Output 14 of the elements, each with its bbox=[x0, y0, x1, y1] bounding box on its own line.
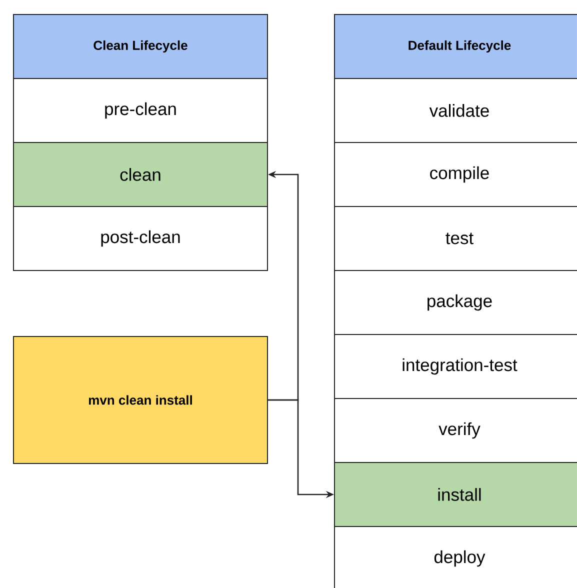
command-box: mvn clean install bbox=[13, 336, 268, 464]
phase-cell: deploy bbox=[334, 526, 577, 588]
highlighted-phase-cell: install bbox=[334, 462, 577, 527]
header-cell: Default Lifecycle bbox=[334, 14, 577, 79]
phase-cell: pre-clean bbox=[13, 78, 268, 143]
phase-cell: validate bbox=[334, 78, 577, 143]
phase-cell: package bbox=[334, 270, 577, 335]
highlighted-phase-cell: clean bbox=[13, 142, 268, 207]
phase-cell: test bbox=[334, 206, 577, 271]
phase-cell: verify bbox=[334, 398, 577, 463]
phase-cell: post-clean bbox=[13, 206, 268, 271]
header-cell: Clean Lifecycle bbox=[13, 14, 268, 79]
phase-cell: integration-test bbox=[334, 334, 577, 399]
phase-cell: compile bbox=[334, 142, 577, 207]
